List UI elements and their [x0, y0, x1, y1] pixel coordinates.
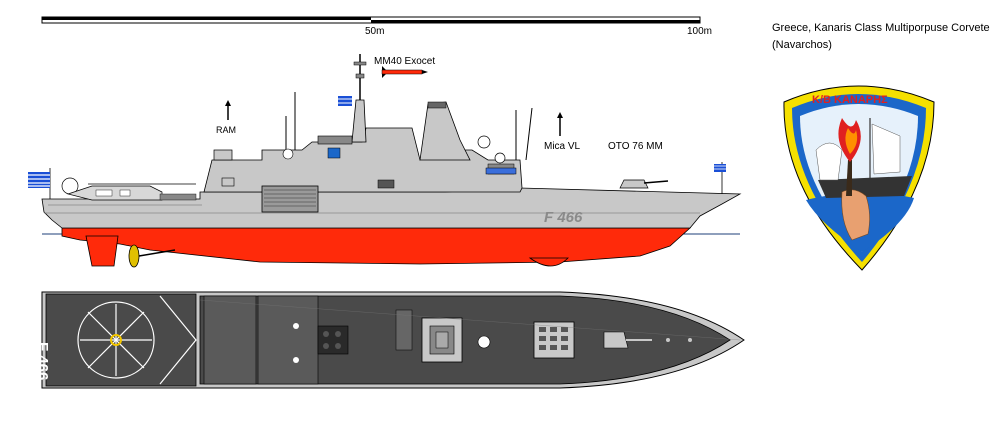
helipad-marking — [77, 295, 197, 385]
hull-number: F 466 — [544, 209, 583, 226]
title-line-1: Greece, Kanaris Class Multiporpuse Corve… — [772, 22, 990, 34]
emblem-hand-icon — [841, 189, 870, 241]
exocet-missile-icon — [381, 66, 428, 78]
scale-label-100m: 100m — [687, 26, 713, 37]
oto-gun-top — [603, 331, 652, 349]
ship-emblem — [783, 85, 935, 271]
hangar-door — [261, 185, 319, 213]
mast-emblem — [327, 147, 341, 159]
underwater-hull — [61, 227, 692, 265]
fire-control-radar — [494, 152, 506, 164]
deck-number: F 466 — [34, 342, 51, 381]
drawing-title: Greece, Kanaris Class Multiporpuse Corve… — [772, 20, 990, 54]
hull-side — [41, 187, 742, 229]
emblem-torch-icon — [846, 160, 852, 196]
helipad-center — [110, 334, 122, 346]
emblem-ship-hull-icon — [818, 176, 912, 198]
emblem-sail-icon — [871, 123, 901, 175]
sonar-dome — [528, 257, 569, 267]
helicopter — [61, 177, 197, 201]
bow-flag — [714, 164, 726, 172]
main-mast — [351, 99, 367, 143]
mast-flag — [338, 96, 352, 106]
radome — [477, 135, 491, 149]
funnel — [419, 101, 471, 161]
label-ram: RAM — [216, 125, 236, 135]
rudder — [85, 235, 119, 267]
vls-cells-aft — [317, 325, 349, 355]
superstructure — [203, 127, 523, 193]
title-line-2: (Navarchos) — [772, 39, 832, 51]
scale-bar — [41, 16, 701, 24]
stern-flag — [28, 172, 50, 188]
label-exocet: MM40 Exocet — [374, 56, 436, 67]
mica-missile-icon — [557, 112, 563, 136]
label-mica: Mica VL — [544, 141, 581, 152]
oto-gun — [619, 179, 669, 189]
propeller — [128, 244, 140, 268]
scale-label-50m: 50m — [365, 26, 385, 37]
label-oto: OTO 76 MM — [608, 141, 663, 152]
deck-top — [199, 295, 731, 385]
ram-launcher — [213, 149, 233, 161]
emblem-title: Κ/Β ΚΑΝΑΡΗΣ — [812, 94, 888, 106]
ram-missile-icon — [225, 100, 231, 120]
